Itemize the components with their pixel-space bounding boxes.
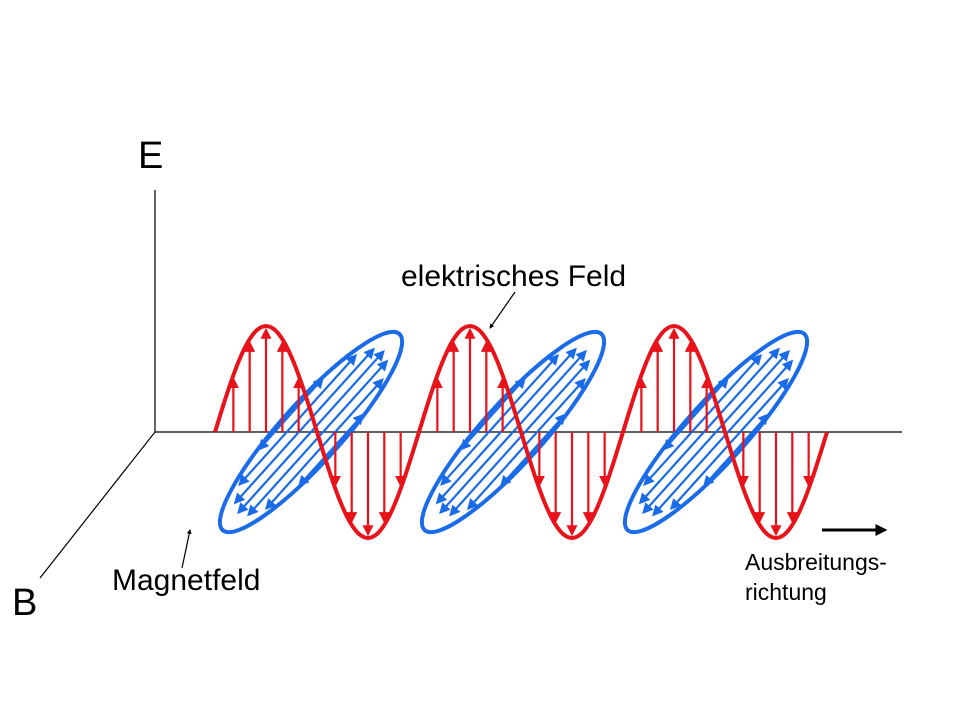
magnetic-hatch-arrow <box>296 353 358 421</box>
e-axis-label: E <box>138 135 164 177</box>
magnetic-hatch-arrow <box>237 431 312 515</box>
magnetic-hatch-arrow <box>715 349 790 433</box>
magnetic-hatch-arrow <box>669 443 731 511</box>
magnetic-hatch-arrow <box>642 431 717 515</box>
magnetic-hatch-arrow <box>303 347 375 427</box>
magnetic-hatch-arrow <box>310 349 385 433</box>
magnetic-hatch-arrow <box>728 378 789 445</box>
magnetic-hatch-arrow <box>257 413 292 451</box>
magnetic-hatch-arrow <box>466 443 528 511</box>
direction-label-line1: Ausbreitungs- <box>745 549 887 575</box>
magnetic-hatch-arrow <box>652 437 724 517</box>
magnetic-hatch-arrow <box>512 349 587 433</box>
magnetic-hatch-arrow <box>525 378 586 445</box>
magnetic-hatch-arrow <box>247 437 319 517</box>
magnetic-hatch-arrow <box>459 413 494 451</box>
magnetic-loop <box>419 329 607 535</box>
magnetic-hatch-arrow <box>735 413 770 451</box>
magnetic-hatch-arrow <box>695 377 729 415</box>
magnetic-hatch-arrow <box>233 425 306 505</box>
magnetic-hatch-arrow <box>498 353 560 421</box>
magnetic-hatch-arrow <box>638 425 711 505</box>
direction-label-line2: richtung <box>745 578 827 605</box>
electric-field-pointer <box>489 291 516 329</box>
magnetic-hatch-arrow <box>643 419 704 486</box>
magnetic-hatch-arrow <box>439 431 514 515</box>
magnetic-hatch-arrow <box>316 359 389 439</box>
magnetic-hatch-arrow <box>323 378 384 445</box>
b-axis-line <box>39 431 156 579</box>
magnetic-hatch-arrow <box>701 353 763 421</box>
magnetic-field-pointer <box>181 529 192 569</box>
magnetic-loop <box>217 329 405 535</box>
magnetic-hatch-arrow <box>505 347 577 427</box>
magnetic-hatch-arrow <box>264 443 326 511</box>
direction-label: Ausbreitungs- richtung <box>745 548 887 608</box>
magnetic-hatch-arrow <box>435 425 508 505</box>
magnetic-field-wave <box>217 329 810 535</box>
magnetic-hatch-arrow <box>449 437 521 517</box>
electric-wave-curve <box>213 324 829 540</box>
magnetic-hatch-arrow <box>721 359 794 439</box>
magnetic-hatch-arrow <box>238 419 299 486</box>
magnetic-field-label: Magnetfeld <box>112 564 261 597</box>
electric-field-wave <box>213 324 829 540</box>
b-axis-label: B <box>12 582 38 624</box>
magnetic-hatch-arrow <box>518 359 591 439</box>
magnetic-loop <box>622 329 810 535</box>
magnetic-hatch-arrow <box>440 419 501 486</box>
electric-field-label: elektrisches Feld <box>401 260 627 293</box>
